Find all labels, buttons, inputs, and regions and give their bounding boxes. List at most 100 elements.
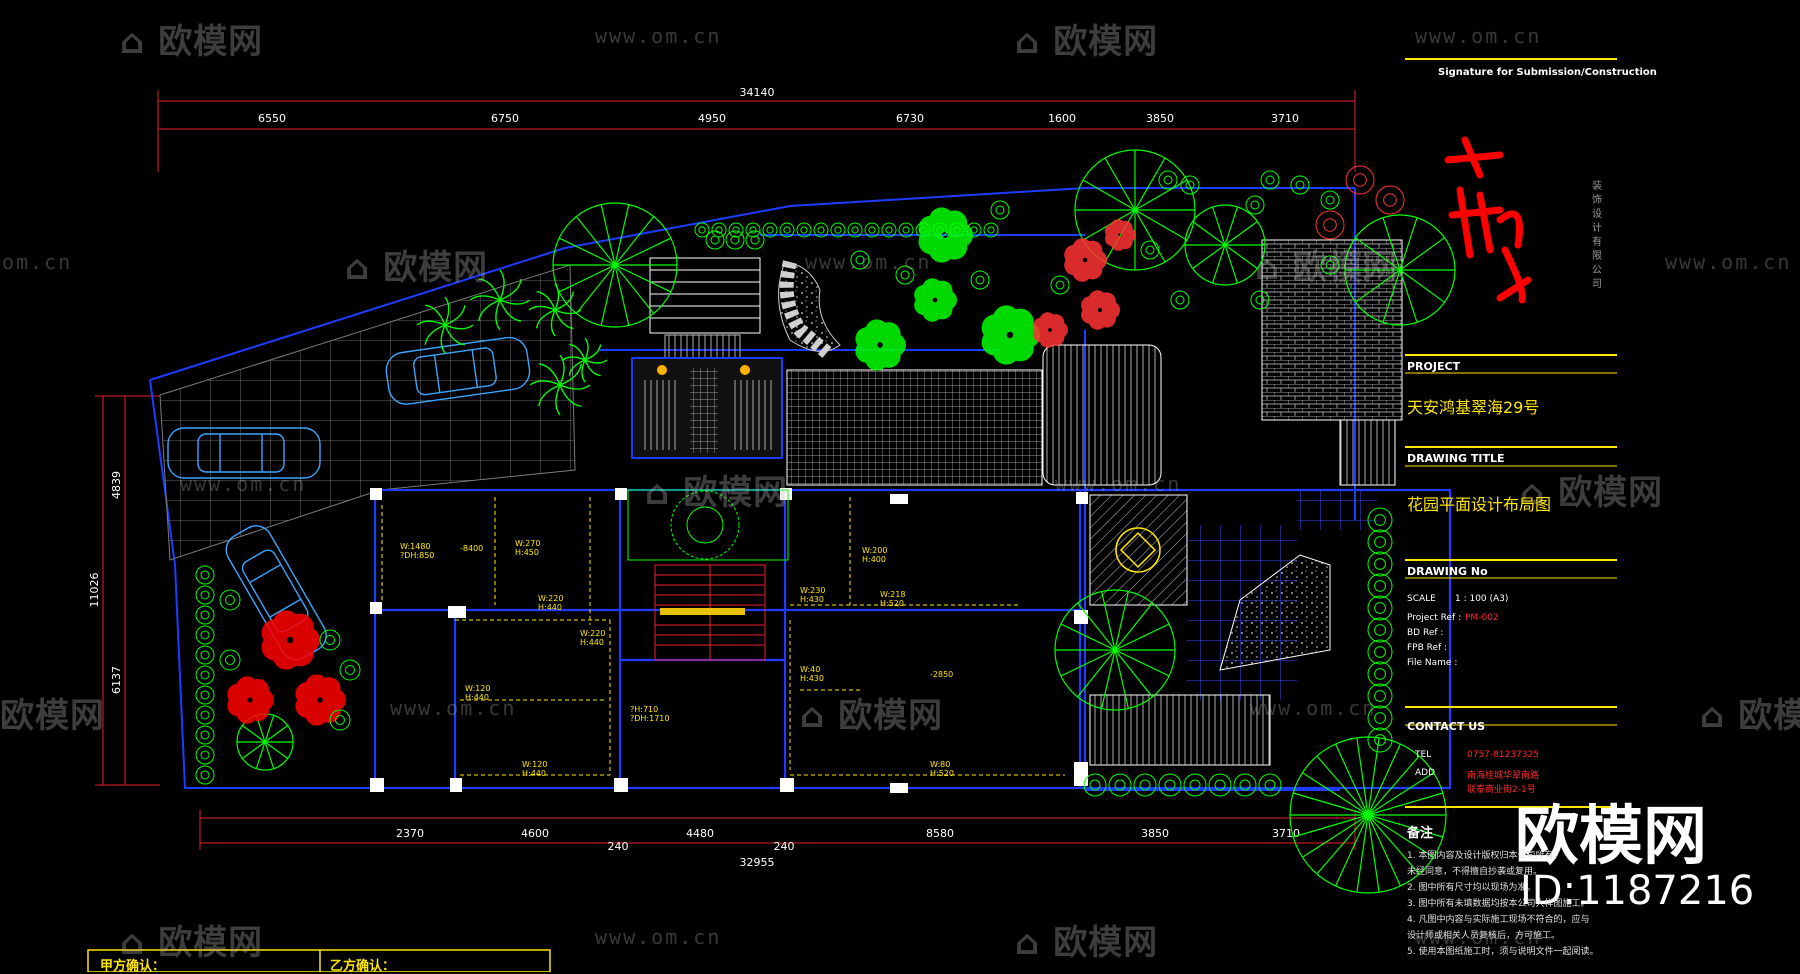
parking-paving [159, 264, 576, 561]
shrub-mass [1064, 238, 1107, 282]
shrub-symbol [1180, 175, 1200, 195]
watermark-url: www.om.cn [180, 472, 307, 496]
shrub-symbol [813, 222, 829, 238]
shrub-symbol [1250, 290, 1270, 310]
note-line: 4. 凡图中内容与实际施工现场不符合的，应与 [1407, 915, 1590, 925]
inner-courtyard [627, 489, 789, 561]
watermark-url-short: om.cn [2, 250, 73, 274]
shrub-symbol [1367, 705, 1393, 731]
palm-symbol [529, 354, 591, 416]
tree-symbol [1074, 149, 1196, 271]
shrub-symbol [195, 725, 215, 745]
shrub-symbol [745, 222, 761, 238]
shrub-symbol [195, 645, 215, 665]
drawing-title-label: DRAWING TITLE [1407, 452, 1505, 465]
watermark-logo: ⌂ 欧模网 [645, 473, 789, 513]
watermark-url: www.om.cn [1055, 472, 1182, 496]
room-dim-w: ?H:710 [630, 705, 658, 714]
shrub-symbol [779, 222, 795, 238]
palm-symbol [416, 296, 474, 354]
watermark-logo-text: 欧模网 [683, 473, 789, 513]
add-label: ADD [1415, 768, 1436, 778]
note-line: 设计师或相关人员复核后，方可施工。 [1407, 931, 1561, 941]
note-line: 1. 本图内容及设计版权归本公司所有， [1407, 851, 1563, 861]
shrub-symbol [319, 629, 341, 651]
dim-top: 6550 [258, 112, 286, 125]
room-dim-h: H:520 [880, 599, 904, 608]
dim-bottom: 2370 [396, 827, 424, 840]
dim-total-top: 34140 [740, 86, 775, 99]
room-dim-w: W:120 [465, 684, 490, 693]
watermark-url: www.om.cn [595, 925, 722, 949]
shrub-symbol [711, 222, 727, 238]
room-labels: W:1480?DH:850W:270H:450W:220H:440W:220H:… [400, 539, 954, 778]
contact-label: CONTACT US [1407, 720, 1486, 733]
watermark-logo: ⌂ 欧模网 [800, 696, 944, 736]
bd-ref-label: BD Ref : [1407, 628, 1444, 638]
shrub-symbol [195, 745, 215, 765]
shrub-symbol [1050, 275, 1070, 295]
door-lines [381, 497, 1065, 776]
shrub-symbol [990, 200, 1010, 220]
shrub-symbol [1140, 240, 1160, 260]
tel-value: 0757-81237325 [1467, 750, 1539, 760]
palm-symbol [469, 269, 531, 331]
shrub-symbol [195, 625, 215, 645]
boardwalk [1089, 694, 1271, 766]
title-block-inner-lines [1405, 372, 1617, 726]
room-dim-h: H:430 [800, 595, 824, 604]
watermark-logo: ⌂ 欧模网 [345, 248, 489, 288]
room-dim-h: ?DH:1710 [630, 714, 669, 723]
room-dim-w: W:220 [580, 629, 605, 638]
room-dim-w: W:40 [800, 665, 820, 674]
watermark-url: www.om.cn [1415, 24, 1542, 48]
notes-label: 备注 [1407, 826, 1434, 841]
shrub-symbol [195, 665, 215, 685]
watermark-logo-text: 欧模网 [1053, 22, 1159, 62]
shrub-symbol [1367, 507, 1393, 533]
room-dim-w: W:220 [538, 594, 563, 603]
dim-bottom: 240 [774, 840, 795, 853]
shrub-symbol [796, 222, 812, 238]
level-mark: -8400 [460, 544, 483, 553]
file-name-label: File Name : [1407, 658, 1458, 668]
shrub-symbol [1367, 551, 1393, 577]
shrub-symbol [1367, 573, 1393, 599]
drawing-no-label: DRAWING No [1407, 565, 1488, 578]
room-dim-w: W:120 [522, 760, 547, 769]
watermark-logo-text: 欧模网 [383, 248, 489, 288]
shrub-symbol [932, 222, 948, 238]
project-name: 天安鸿基翠海29号 [1407, 398, 1540, 417]
dim-total-bottom: 32955 [740, 856, 775, 869]
gravel-path [1219, 554, 1331, 671]
courtyard-tree [670, 490, 740, 560]
brand-watermark: 欧模网 [1515, 800, 1707, 874]
shrub-symbol [1320, 190, 1340, 210]
room-dim-w: W:270 [515, 539, 540, 548]
company-vertical-text: 装饰设计有限公司 [1592, 181, 1602, 290]
shrub-symbol [195, 565, 215, 585]
watermark-logo-text: 欧模网 [1053, 923, 1159, 963]
dim-top: 6730 [896, 112, 924, 125]
shrub-symbol [1258, 773, 1282, 797]
room-dim-w: W:80 [930, 760, 950, 769]
shrub-symbol [1290, 175, 1310, 195]
shrub-symbol [1108, 773, 1132, 797]
watermark-logo: ⌂ 欧模网 [1015, 923, 1159, 963]
drawing-title: 花园平面设计布局图 [1407, 495, 1552, 514]
room-dim-w: W:218 [880, 590, 905, 599]
shrub-mass [914, 278, 957, 322]
watermark-logo-text: 欧模网 [1738, 696, 1800, 736]
shrub-symbol [1367, 617, 1393, 643]
stair-landing [660, 608, 745, 615]
dim-top: 1600 [1048, 112, 1076, 125]
room-dim-w: W:230 [800, 586, 825, 595]
room-dim-h: H:400 [862, 555, 886, 564]
tree-symbol [1184, 204, 1266, 286]
shrub-mass [261, 610, 320, 670]
level-mark: -2850 [930, 670, 953, 679]
shrub-symbol [1083, 773, 1107, 797]
watermark-url: www.om.cn [805, 250, 932, 274]
note-line: 3. 图中所有未填数据均按本公司大样图施工。 [1407, 899, 1590, 909]
